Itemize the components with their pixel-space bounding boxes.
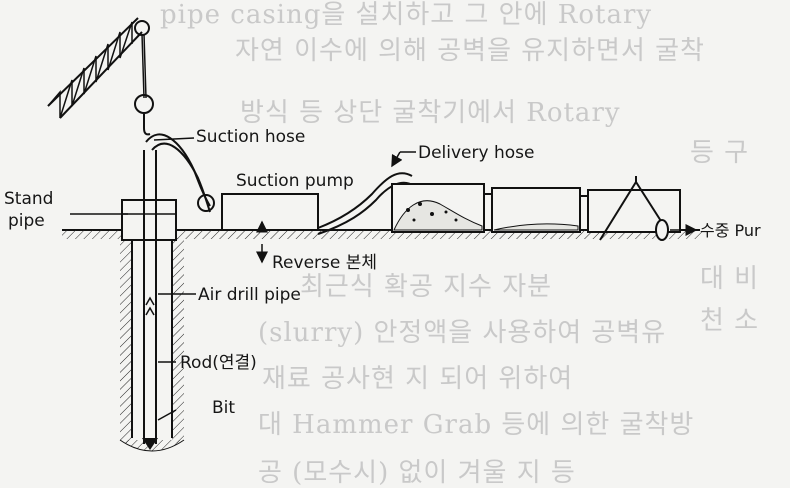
crane-hook — [143, 114, 151, 136]
label-delivery-hose: Delivery hose — [418, 143, 534, 163]
submersible-pump — [655, 219, 669, 241]
label-bit: Bit — [212, 398, 235, 418]
background-text-line: 천 소 — [700, 306, 760, 336]
label-air-drill-pipe: Air drill pipe — [198, 285, 301, 305]
settling-tank-3 — [580, 176, 681, 241]
suction-hose — [145, 133, 215, 213]
air-drill-pipe — [142, 150, 158, 450]
label-submersible-pump: 수중 Pur — [700, 221, 761, 240]
leader-lines — [70, 137, 698, 421]
settling-tank-2 — [484, 187, 581, 233]
pulley-block — [134, 94, 154, 114]
background-text-line: 방식 등 상단 굴착기에서 Rotary — [240, 98, 621, 128]
settling-tank-1 — [391, 183, 485, 233]
label-pipe: pipe — [8, 211, 45, 231]
label-suction-pump: Suction pump — [236, 171, 354, 191]
stand-pipe — [121, 199, 177, 241]
drill-bit — [142, 438, 158, 450]
background-text-line: 공 (모수시) 없이 겨울 지 등 — [258, 458, 576, 488]
background-text-line: 대 Hammer Grab 등에 의한 굴착방 — [258, 410, 695, 440]
background-text-line: 최근식 확공 지수 자분 — [300, 272, 553, 302]
label-suction-hose: Suction hose — [196, 127, 305, 147]
background-text-line: 대 비 — [700, 264, 760, 294]
suction-pump — [221, 193, 319, 231]
background-text-line: 자연 이수에 의해 공벽을 유지하면서 굴착 — [235, 36, 705, 66]
label-rod: Rod(연결) — [180, 353, 257, 373]
background-text-line: 등 구 — [690, 138, 750, 168]
label-reverse-body: Reverse 본체 — [272, 253, 377, 273]
label-stand: Stand — [4, 189, 53, 209]
background-text-line: pipe casing을 설치하고 그 안에 Rotary — [160, 0, 653, 30]
background-text-line: 재료 공사현 지 되어 위하여 — [262, 364, 574, 394]
borehole — [119, 236, 185, 452]
crane — [47, 17, 154, 136]
background-text-line: (slurry) 안정액을 사용하여 공벽유 — [258, 318, 667, 348]
